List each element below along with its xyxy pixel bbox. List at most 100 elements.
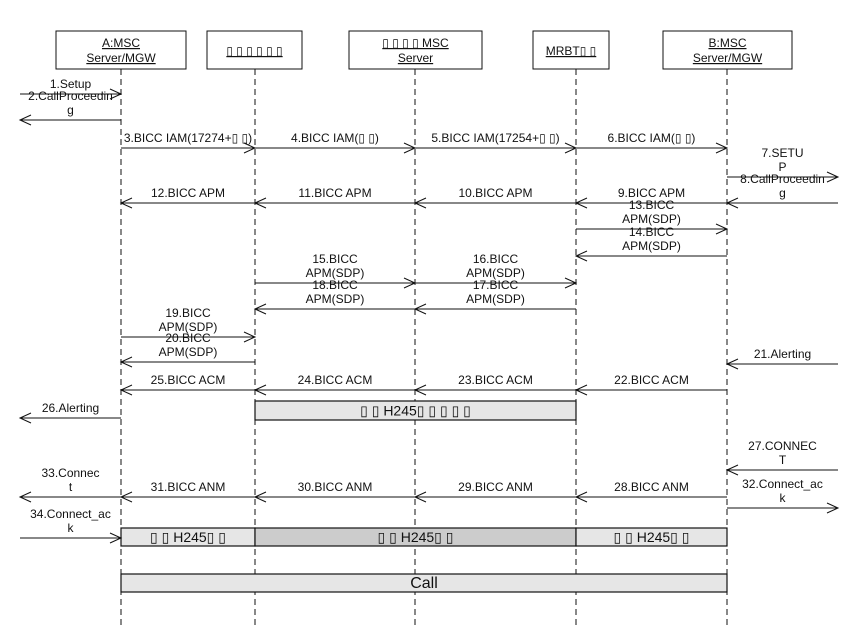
bar-label: ▯ ▯ H245▯ ▯ xyxy=(150,529,226,545)
message-label: 19.BICC xyxy=(165,306,211,320)
message-label: APM(SDP) xyxy=(159,320,218,334)
bar-rect xyxy=(120,573,728,593)
h245-bar: ▯ ▯ H245▯ ▯ xyxy=(120,527,256,547)
arrowhead-icon xyxy=(119,356,133,368)
message-label: k xyxy=(780,491,787,505)
bar-rect xyxy=(575,527,728,547)
participant-label: ▯ ▯ ▯ ▯ ▯ ▯ xyxy=(226,44,282,58)
message-label: 9.BICC APM xyxy=(618,186,685,200)
participant-label: MRBT▯ ▯ xyxy=(546,44,597,58)
message-30: 30.BICC ANM xyxy=(253,480,415,503)
participant-label: B:MSC xyxy=(708,36,746,50)
message-21: 21.Alerting xyxy=(725,347,838,370)
message-label: 8.CallProceedin xyxy=(740,172,825,186)
message-1: 1.Setup xyxy=(20,77,123,100)
message-33: 33.Connect xyxy=(18,466,121,503)
message-10: 10.BICC APM xyxy=(413,186,576,209)
message-label: t xyxy=(69,480,73,494)
message-label: 29.BICC ANM xyxy=(458,480,533,494)
message-label: 17.BICC xyxy=(473,278,519,292)
arrowhead-icon xyxy=(109,88,123,100)
arrowhead-icon xyxy=(715,142,729,154)
call-bar: Call xyxy=(120,573,728,593)
h245-bar: ▯ ▯ H245▯ ▯ xyxy=(254,527,577,547)
arrowhead-icon xyxy=(826,502,840,514)
message-12: 12.BICC APM xyxy=(119,186,255,209)
message-25: 25.BICC ACM xyxy=(119,373,255,396)
message-label: P xyxy=(778,160,786,174)
message-label: 14.BICC xyxy=(629,225,675,239)
participant-box xyxy=(532,30,610,70)
arrowhead-icon xyxy=(18,491,32,503)
message-label: 6.BICC IAM(▯ ▯) xyxy=(608,131,696,145)
message-label: 33.Connec xyxy=(41,466,99,480)
message-label: 30.BICC ANM xyxy=(298,480,373,494)
arrowhead-icon xyxy=(119,384,133,396)
message-label: T xyxy=(779,453,787,467)
participant-p2: ▯ ▯ ▯ ▯ ▯ ▯ xyxy=(206,30,303,70)
participant-label: Server/MGW xyxy=(86,51,156,65)
message-28: 28.BICC ANM xyxy=(574,480,727,503)
message-label: 31.BICC ANM xyxy=(151,480,226,494)
arrowhead-icon xyxy=(725,358,739,370)
message-label: 18.BICC xyxy=(312,278,358,292)
message-23: 23.BICC ACM xyxy=(413,373,576,396)
bar-label: Call xyxy=(410,575,438,592)
bar-label: ▯ ▯ H245▯ ▯ xyxy=(378,529,454,545)
message-label: 16.BICC xyxy=(473,252,519,266)
message-label: 34.Connect_ac xyxy=(30,507,111,521)
participant-box xyxy=(55,30,187,70)
message-label: 15.BICC xyxy=(312,252,358,266)
message-label: 5.BICC IAM(17254+▯ ▯) xyxy=(431,131,559,145)
message-24: 24.BICC ACM xyxy=(253,373,415,396)
message-3: 3.BICC IAM(17274+▯ ▯) xyxy=(121,131,257,154)
participant-label: Server xyxy=(398,51,433,65)
arrowhead-icon xyxy=(18,412,32,424)
message-label: 25.BICC ACM xyxy=(151,373,226,387)
message-label: 11.BICC APM xyxy=(298,186,371,200)
message-label: g xyxy=(67,103,74,117)
message-label: 28.BICC ANM xyxy=(614,480,689,494)
message-29: 29.BICC ANM xyxy=(413,480,576,503)
participant-label: ▯ ▯ ▯ ▯ MSC xyxy=(382,36,449,50)
participant-label: Server/MGW xyxy=(693,51,763,65)
message-label: 22.BICC ACM xyxy=(614,373,689,387)
message-label: 2.CallProceedin xyxy=(28,89,113,103)
message-5: 5.BICC IAM(17254+▯ ▯) xyxy=(415,131,578,154)
message-label: APM(SDP) xyxy=(306,292,365,306)
bar-label: ▯ ▯ H245▯ ▯ xyxy=(614,529,690,545)
participant-mrbt: MRBT▯ ▯ xyxy=(532,30,610,70)
participant-label: A:MSC xyxy=(102,36,140,50)
message-label: g xyxy=(779,186,786,200)
message-label: 13.BICC xyxy=(629,198,675,212)
h245-bar: ▯ ▯ H245▯ ▯ xyxy=(575,527,728,547)
message-31: 31.BICC ANM xyxy=(119,480,255,503)
bar-label: ▯ ▯ H245▯ ▯ ▯ ▯ ▯ xyxy=(360,403,471,419)
message-label: 10.BICC APM xyxy=(458,186,532,200)
arrowhead-icon xyxy=(725,464,739,476)
message-label: 32.Connect_ac xyxy=(742,477,823,491)
message-26: 26.Alerting xyxy=(18,401,121,424)
message-label: 24.BICC ACM xyxy=(298,373,373,387)
message-label: 23.BICC ACM xyxy=(458,373,533,387)
participant-box xyxy=(662,30,793,70)
message-label: APM(SDP) xyxy=(159,345,218,359)
message-label: APM(SDP) xyxy=(622,239,681,253)
message-label: 1.Setup xyxy=(50,77,92,91)
message-11: 11.BICC APM xyxy=(253,186,415,209)
arrowhead-icon xyxy=(715,223,729,235)
message-label: APM(SDP) xyxy=(622,212,681,226)
arrowhead-icon xyxy=(564,277,578,289)
